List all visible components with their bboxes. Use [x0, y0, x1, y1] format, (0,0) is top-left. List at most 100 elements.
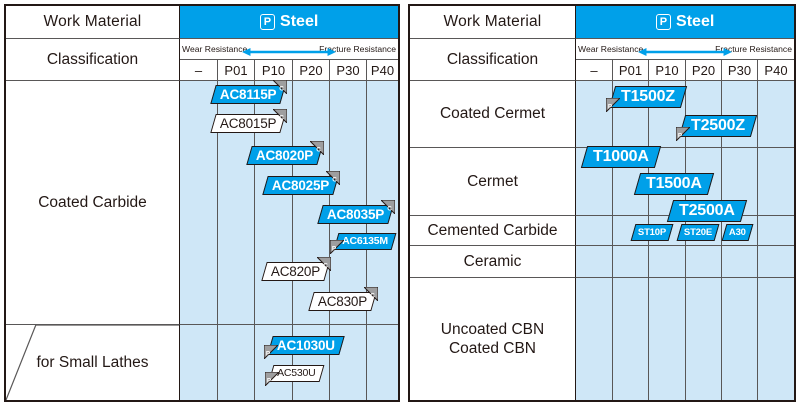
grade-tag-label: AC8025P	[272, 177, 330, 193]
row-label-cbn: Uncoated CBN Coated CBN	[410, 278, 576, 400]
row-label-uncoated-cbn: Uncoated CBN	[440, 320, 545, 338]
fracture-resistance-label: Fracture Resistance	[715, 44, 792, 54]
svg-text:C: C	[387, 205, 392, 212]
grade-tag[interactable]: ST10P	[630, 224, 674, 241]
grade-tag-label: T1500Z	[621, 88, 675, 105]
grade-tag-label: AC8020P	[256, 147, 314, 163]
svg-text:C: C	[280, 85, 285, 92]
col-header-4: P30	[721, 60, 757, 81]
grade-tag-label: AC8015P	[220, 115, 277, 131]
grade-tag-label: AC8035P	[327, 206, 385, 222]
grade-tag-label: T2500Z	[691, 117, 745, 134]
steel-label: Steel	[280, 13, 319, 30]
grid-vline	[612, 81, 613, 400]
row-label-cermet: Cermet	[410, 148, 576, 216]
steel-label: Steel	[676, 13, 715, 30]
grade-tag-label: T1500A	[646, 175, 702, 192]
grade-tag-label: A30	[729, 226, 746, 238]
grade-tag-label: ST10P	[638, 226, 667, 238]
work-material-header-left: Work Material	[6, 6, 180, 39]
col-header-1: P01	[217, 60, 254, 81]
grade-tag-label: ST20E	[684, 226, 713, 238]
col-header-1: P01	[612, 60, 648, 81]
row-label-coated-cbn: Coated CBN	[448, 340, 536, 357]
grade-tag[interactable]: T1500Z P	[606, 86, 688, 112]
grade-tag[interactable]: T1500A	[633, 173, 714, 195]
svg-text:P: P	[608, 103, 613, 110]
p-marker-icon: P	[676, 127, 690, 141]
grid-rowline	[576, 147, 794, 148]
p-badge-icon: P	[259, 14, 276, 30]
grade-tag-label: T1000A	[593, 148, 649, 165]
row-label-for-small-lathes: for Small Lathes	[36, 353, 149, 371]
col-header-4: P30	[329, 60, 366, 81]
svg-text:C: C	[323, 262, 328, 269]
col-header-5: P40	[757, 60, 794, 81]
col-header-0: –	[576, 60, 612, 81]
resistance-arrow-band-left: Wear Resistance Fracture Resistance	[180, 39, 398, 60]
grid-vline	[217, 81, 218, 400]
c-marker-icon: C	[326, 171, 341, 185]
fracture-resistance-label: Fracture Resistance	[319, 44, 396, 54]
wear-resistance-label: Wear Resistance	[182, 44, 248, 54]
c-marker-icon: C	[317, 257, 332, 271]
work-material-header-right: Work Material	[410, 6, 576, 39]
grade-tag-label: AC530U	[277, 367, 316, 380]
grade-tag[interactable]: T2500A	[666, 200, 747, 222]
col-header-3: P20	[292, 60, 329, 81]
grade-tag-label: AC6135M	[342, 235, 388, 248]
row-label-coated-carbide: Coated Carbide	[6, 81, 180, 325]
c-marker-icon: C	[273, 109, 288, 123]
grid-vline	[254, 81, 255, 400]
grid-vline	[721, 81, 722, 400]
grid-rowline	[576, 245, 794, 246]
grid-rowline	[576, 277, 794, 278]
classification-header-left: Classification	[6, 39, 180, 81]
grade-tag[interactable]: T1000A	[580, 146, 661, 168]
row-label-for-small-lathes-cell: for Small Lathes	[6, 325, 180, 400]
double-arrow-icon	[638, 44, 732, 56]
grid-vline	[292, 81, 293, 400]
grade-tag[interactable]: AC6135M P	[330, 233, 397, 254]
grade-tag[interactable]: A30	[721, 224, 754, 241]
p-marker-icon: P	[264, 345, 278, 359]
svg-text:C: C	[332, 176, 337, 183]
classification-header-right: Classification	[410, 39, 576, 81]
row-label-coated-cermet: Coated Cermet	[410, 81, 576, 148]
grade-tag[interactable]: ST20E	[676, 224, 720, 241]
grade-tag-label: T2500A	[679, 202, 735, 219]
col-header-0: –	[180, 60, 217, 81]
p-marker-icon: P	[330, 240, 344, 254]
svg-text:P: P	[266, 350, 271, 357]
c-marker-icon: C	[310, 141, 325, 155]
col-header-2: P10	[254, 60, 292, 81]
diagonal-cut-icon	[6, 325, 179, 400]
c-marker-icon: C	[364, 287, 379, 301]
c-marker-icon: C	[381, 200, 396, 214]
svg-text:P: P	[332, 245, 337, 252]
c-marker-icon: C	[273, 80, 288, 94]
svg-text:C: C	[280, 114, 285, 121]
grid-vline	[757, 81, 758, 400]
double-arrow-icon	[242, 44, 336, 56]
resistance-arrow-band-right: Wear Resistance Fracture Resistance	[576, 39, 794, 60]
p-marker-icon: P	[606, 98, 620, 112]
grade-tag-label: AC820P	[271, 263, 321, 279]
svg-text:C: C	[370, 292, 375, 299]
